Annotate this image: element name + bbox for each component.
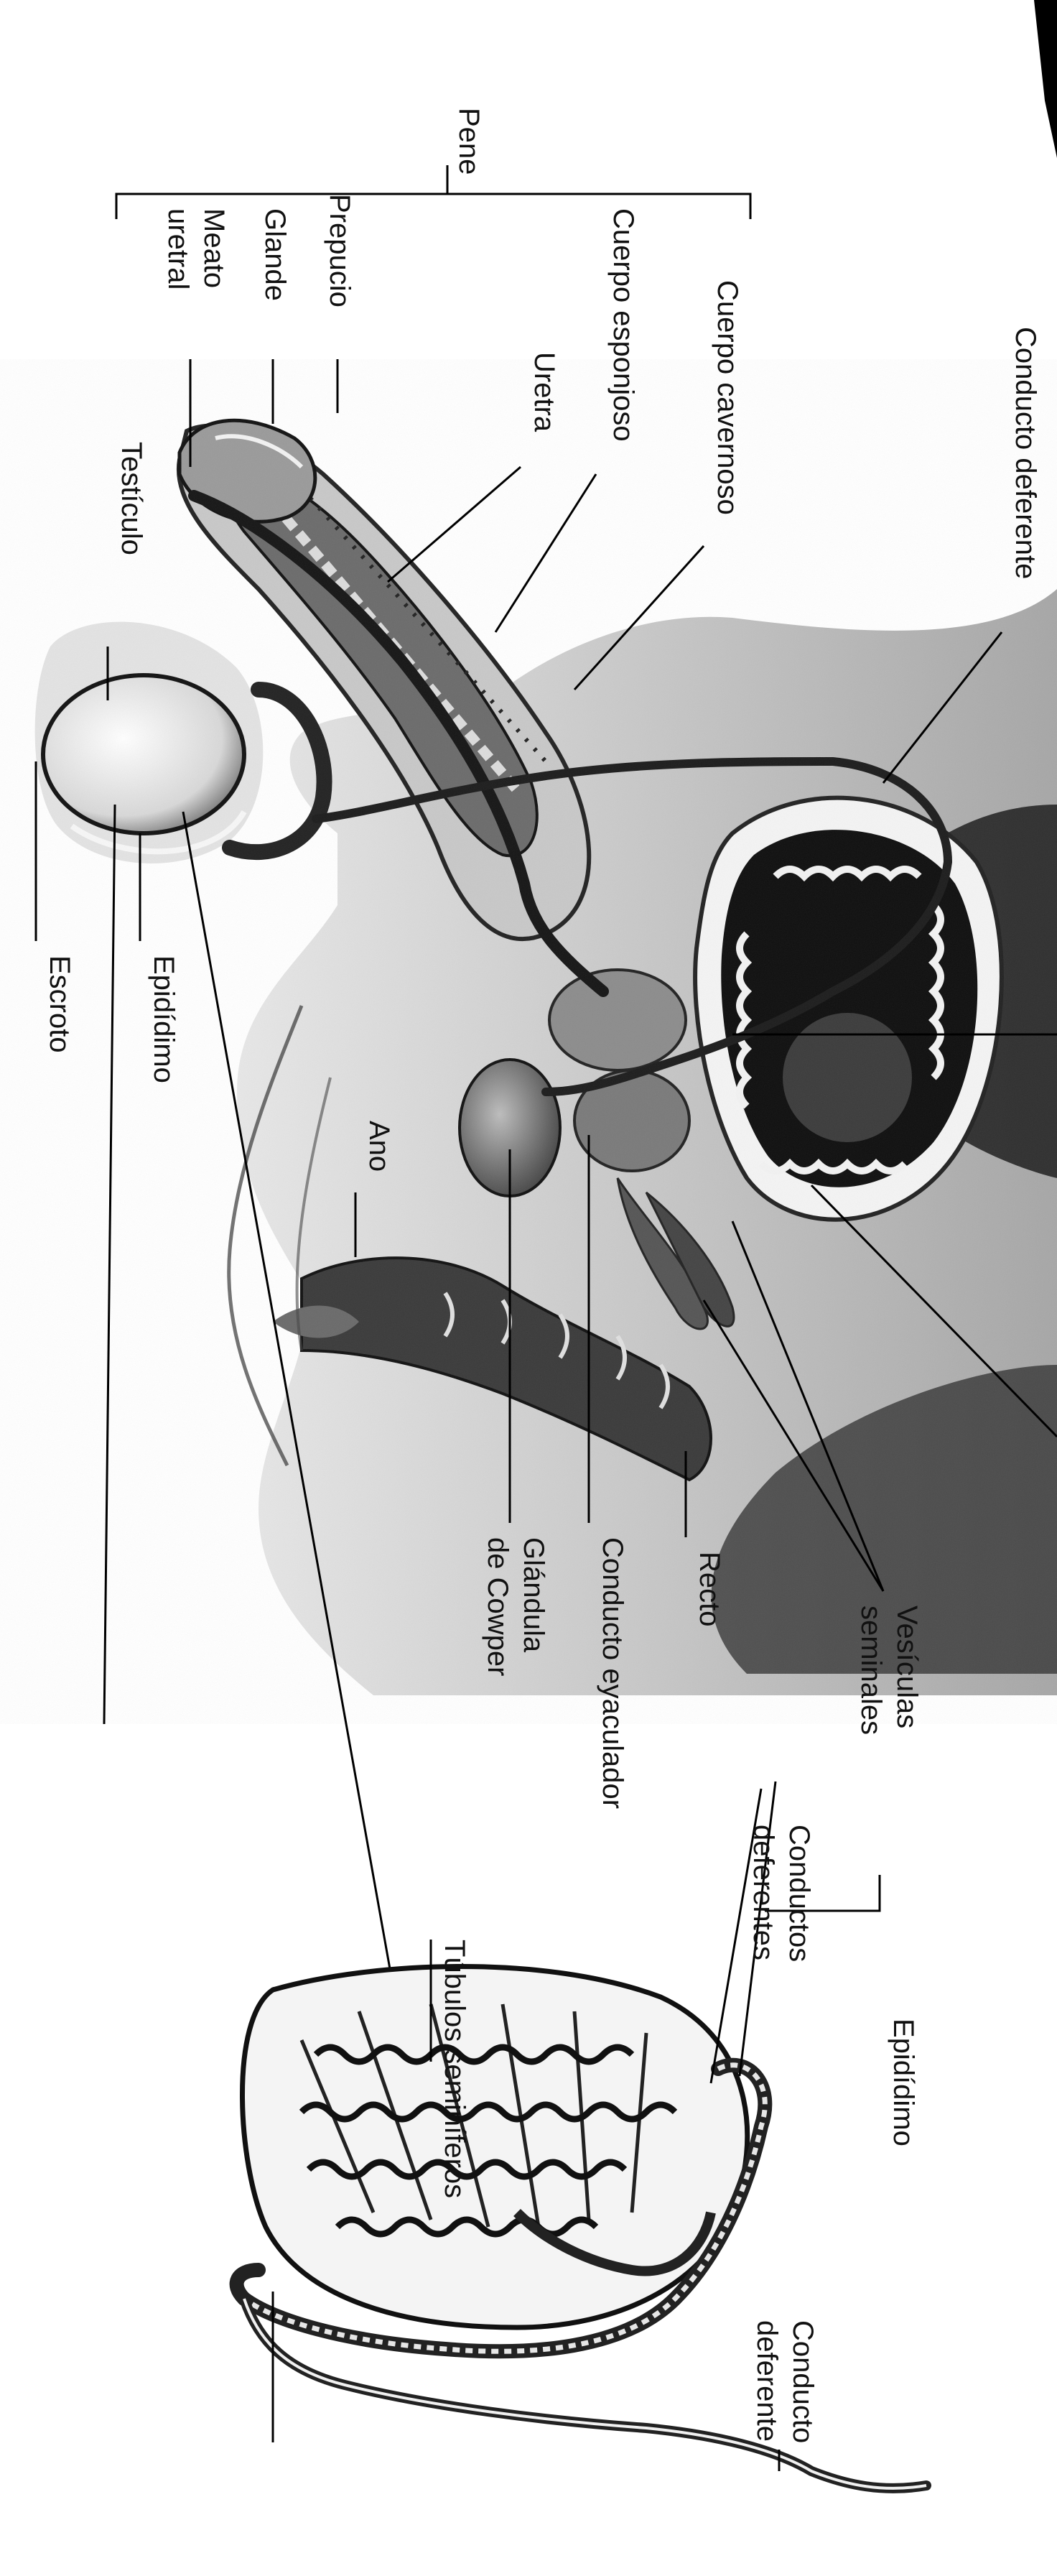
label-escroto: Escroto xyxy=(44,955,75,1053)
label-uretra: Uretra xyxy=(528,352,560,432)
inset-rete xyxy=(513,2209,716,2276)
label-inset-conducto-2: deferente xyxy=(751,2320,783,2442)
scan-edge xyxy=(1034,0,1057,158)
label-recto: Recto xyxy=(694,1552,725,1627)
label-glandula-1: Glándula xyxy=(518,1537,549,1653)
label-meato-2: uretral xyxy=(162,208,194,289)
inset-vas-inner xyxy=(243,2298,927,2490)
label-inset-tubulos: Túbulos seminíferos xyxy=(439,1940,470,2198)
label-testiculo: Testículo xyxy=(116,442,147,555)
sagittal-illustration xyxy=(0,359,1057,1724)
label-inset-conductos-2: deferentes xyxy=(748,1825,779,1960)
inset-leader-lines xyxy=(271,1781,881,2471)
inset-tubules xyxy=(299,2044,678,2238)
inset-vas-deferens xyxy=(239,2294,931,2493)
label-cuerpo-esponjoso: Cuerpo esponjoso xyxy=(607,208,639,442)
label-conducto-deferente: Conducto deferente xyxy=(1010,327,1041,579)
label-inset-conducto-1: Conducto xyxy=(787,2320,819,2443)
label-meato-1: Meato xyxy=(198,208,230,288)
label-conducto-eyaculador: Conducto eyaculador xyxy=(597,1537,628,1809)
inset-testis-capsule xyxy=(240,1964,750,2330)
label-cuerpo-cavernoso: Cuerpo cavernoso xyxy=(712,280,743,515)
label-epididimo: Epidídimo xyxy=(148,955,180,1083)
label-glandula-2: de Cowper xyxy=(482,1537,513,1676)
labels: Pene Prepucio Glande Meato uretral Cuerp… xyxy=(44,108,1041,2443)
label-inset-epididimo: Epidídimo xyxy=(888,2019,919,2146)
testis-inset xyxy=(229,1964,931,2493)
label-glande: Glande xyxy=(259,208,291,301)
inset-epididymis-inner xyxy=(242,2062,768,2354)
label-ano: Ano xyxy=(363,1121,395,1172)
grain-overlay xyxy=(0,359,1057,1724)
label-inset-conductos-1: Conductos xyxy=(783,1825,815,1962)
label-vesiculas-2: seminales xyxy=(855,1606,887,1735)
leader-lines xyxy=(34,165,1057,1998)
label-vesiculas-1: Vesículas xyxy=(891,1606,923,1728)
label-prepucio: Prepucio xyxy=(324,194,355,307)
label-pene: Pene xyxy=(453,108,485,175)
